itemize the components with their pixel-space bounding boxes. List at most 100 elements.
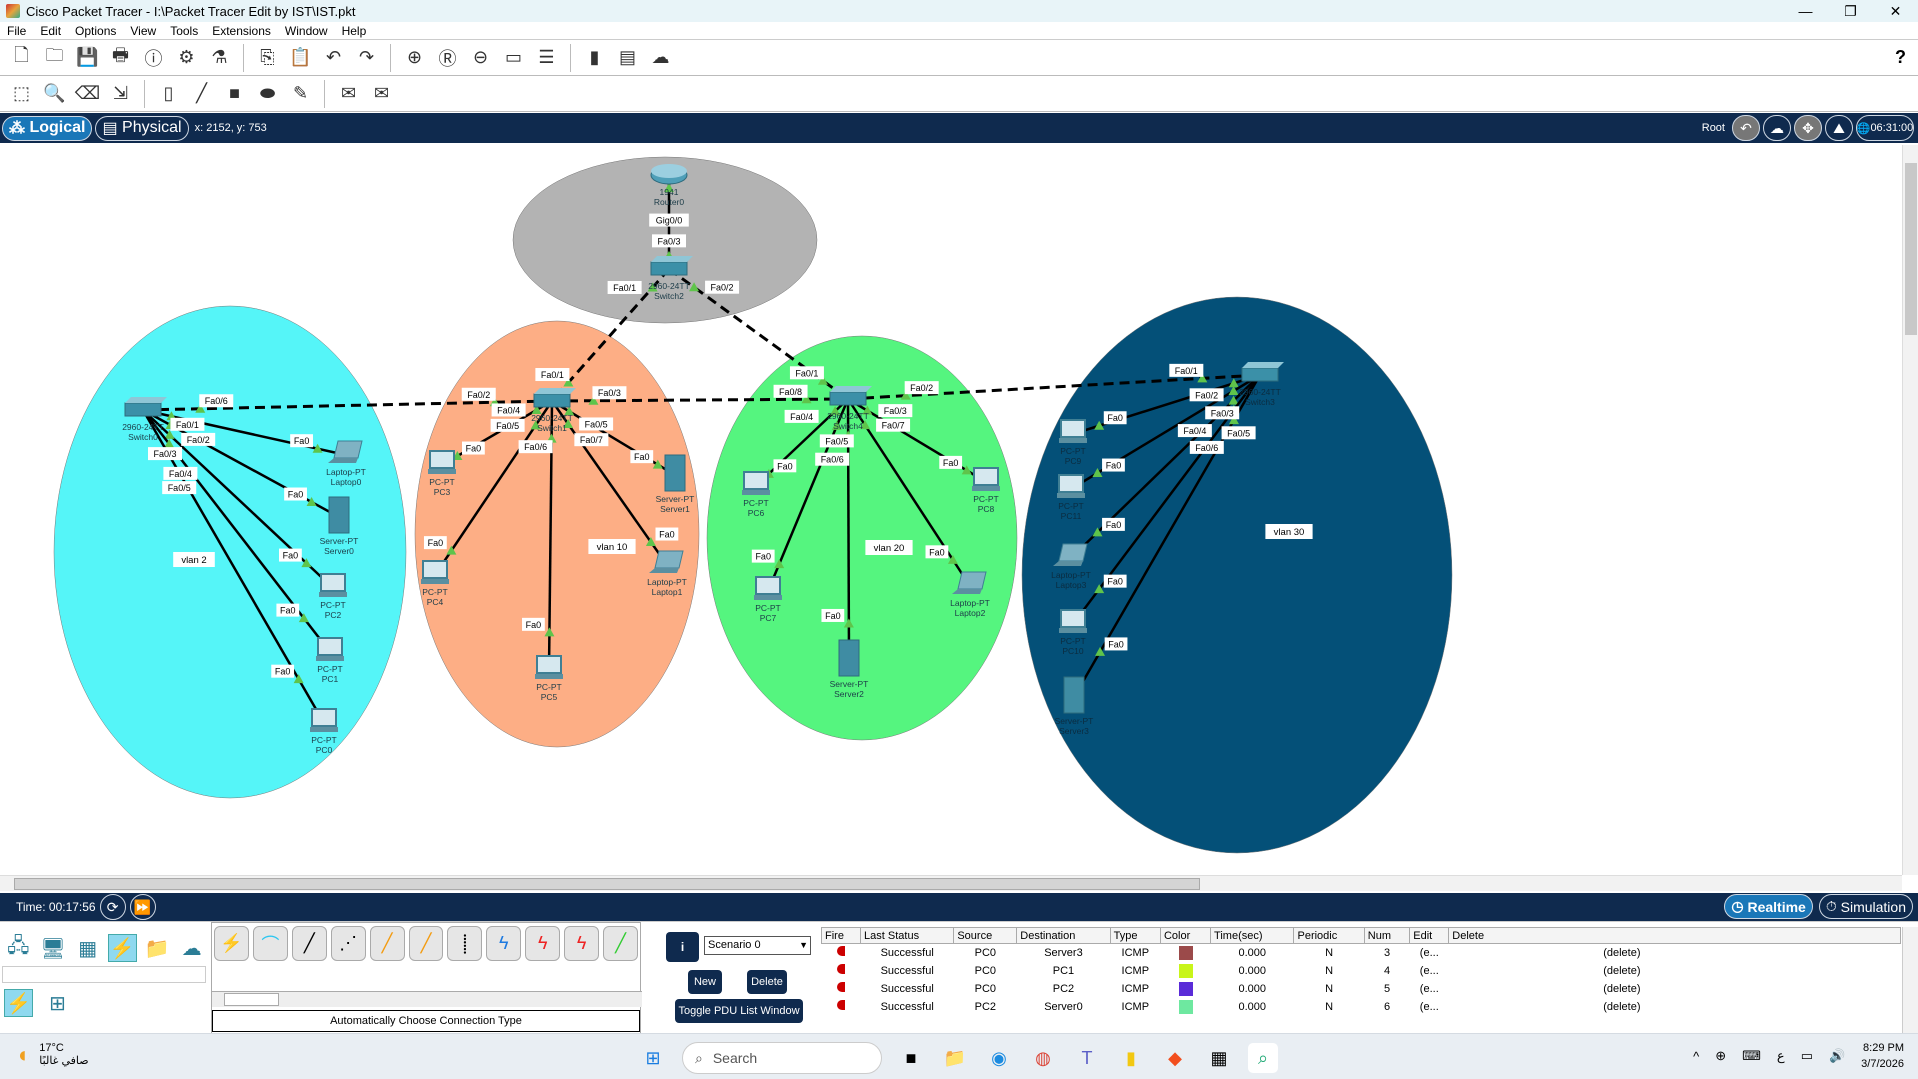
vlan-note[interactable]: vlan 10 <box>597 542 628 553</box>
undo-icon[interactable]: ↶ <box>325 47 342 67</box>
device-search-input[interactable] <box>2 966 206 983</box>
network-info-icon[interactable]: ▤ <box>618 47 636 67</box>
realtime-tab[interactable]: ◷ Realtime <box>1724 894 1813 919</box>
access-link[interactable] <box>550 400 669 566</box>
physical-tab[interactable]: ▤ Physical <box>95 115 189 141</box>
vertical-scrollbar[interactable] <box>1902 145 1918 875</box>
zone-vlan20[interactable] <box>706 335 1018 741</box>
fire-icon[interactable] <box>822 980 861 998</box>
crossover-icon[interactable]: ⋰ <box>330 926 366 961</box>
network-status-icon[interactable]: ⊕ <box>1715 1048 1727 1063</box>
language-indicator[interactable]: ع <box>1776 1048 1785 1063</box>
auto-connection-icon[interactable]: ⚡ <box>214 926 249 961</box>
rectangle-icon[interactable]: ■ <box>229 83 240 103</box>
viewport-icon[interactable]: ▮ <box>589 47 600 67</box>
packet-tracer-icon[interactable]: ⌕ <box>1248 1043 1278 1073</box>
miscellaneous-icon[interactable]: 📁 <box>144 937 170 960</box>
pdu-delete-link[interactable]: (delete) <box>1603 1000 1641 1013</box>
menu-extensions[interactable]: Extensions <box>212 23 271 38</box>
multiuser-icon[interactable]: ☁ <box>181 937 202 960</box>
taskbar-search[interactable]: ⌕Search <box>682 1042 882 1074</box>
close-button[interactable]: ✕ <box>1889 3 1902 19</box>
pdu-column-header[interactable]: Destination <box>1016 927 1111 944</box>
trunk-link[interactable] <box>142 399 553 412</box>
maximize-button[interactable]: ❐ <box>1844 3 1857 19</box>
fire-icon[interactable] <box>822 962 861 980</box>
toggle-pdu-list-button[interactable]: Toggle PDU List Window <box>675 999 803 1023</box>
select-icon[interactable]: ⬚ <box>12 83 30 103</box>
fire-icon[interactable] <box>822 944 861 962</box>
pdu-delete-link[interactable]: (delete) <box>1603 982 1641 995</box>
note-icon[interactable]: ▯ <box>163 83 174 103</box>
menu-tools[interactable]: Tools <box>170 23 199 38</box>
task-view-icon[interactable]: ■ <box>905 1047 917 1068</box>
paste-icon[interactable]: 📋 <box>289 47 312 67</box>
menu-view[interactable]: View <box>130 23 157 38</box>
access-link[interactable] <box>766 398 850 592</box>
end-devices-icon[interactable]: 🖥 <box>40 937 66 960</box>
info-icon[interactable]: i <box>666 932 699 962</box>
zone-vlan30[interactable] <box>1021 296 1453 854</box>
new-file-icon[interactable]: 🗋 <box>14 44 29 65</box>
custom-device-icon[interactable]: ⚗ <box>211 47 228 67</box>
inspect-icon[interactable]: 🔍 <box>43 83 66 103</box>
edge-icon[interactable]: ◉ <box>991 1047 1007 1068</box>
zoom-in-icon[interactable]: ⊕ <box>406 47 423 67</box>
menu-help[interactable]: Help <box>341 23 367 38</box>
octal-cable-icon[interactable]: ╱ <box>603 926 638 961</box>
pdu-column-header[interactable]: Fire <box>820 927 862 944</box>
back-icon[interactable]: ↶ <box>1732 115 1760 141</box>
copy-icon[interactable]: ⎘ <box>260 47 275 67</box>
vlan-note[interactable]: vlan 30 <box>1274 527 1305 538</box>
chevron-up-icon[interactable]: ^ <box>1693 1048 1700 1064</box>
serial-dce-icon[interactable]: ϟ <box>525 926 561 961</box>
open-folder-icon[interactable]: 🗀 <box>45 44 64 65</box>
menu-window[interactable]: Window <box>284 23 328 38</box>
fast-forward-icon[interactable]: ⏩ <box>129 894 156 920</box>
power-bi-icon[interactable]: ▮ <box>1126 1047 1136 1068</box>
straight-through-icon[interactable]: ╱ <box>291 926 327 961</box>
delete-scenario-button[interactable]: Delete <box>747 970 787 994</box>
line-icon[interactable]: ╱ <box>196 83 207 103</box>
components-icon[interactable]: ▦ <box>78 937 98 960</box>
save-icon[interactable]: 💾 <box>76 47 99 67</box>
info-icon[interactable]: ⓘ <box>144 48 163 69</box>
set-background-icon[interactable]: ⛰ <box>1825 115 1853 141</box>
pdu-delete-link[interactable]: (delete) <box>1603 946 1641 959</box>
vlan-note[interactable]: vlan 20 <box>874 543 905 554</box>
connections-icon[interactable]: ⚡ <box>107 934 137 962</box>
pdu-column-header[interactable]: Time(sec) <box>1210 927 1295 944</box>
pdu-edit-link[interactable]: (e... <box>1419 946 1439 959</box>
phone-cable-icon[interactable]: ⸽ <box>447 926 483 961</box>
pdu-edit-link[interactable]: (e... <box>1419 982 1439 995</box>
fiber-sm-icon[interactable]: ╱ <box>369 926 405 961</box>
serial-dte-icon[interactable]: ϟ <box>564 926 600 961</box>
access-link[interactable] <box>846 398 972 587</box>
activity-wizard-icon[interactable]: ⚙ <box>178 47 195 67</box>
zone-vlan10[interactable] <box>414 320 700 748</box>
delete-icon[interactable]: ⌫ <box>74 83 101 103</box>
pdu-column-header[interactable]: Last Status <box>860 927 955 944</box>
coaxial-icon[interactable]: ϟ <box>486 926 522 961</box>
